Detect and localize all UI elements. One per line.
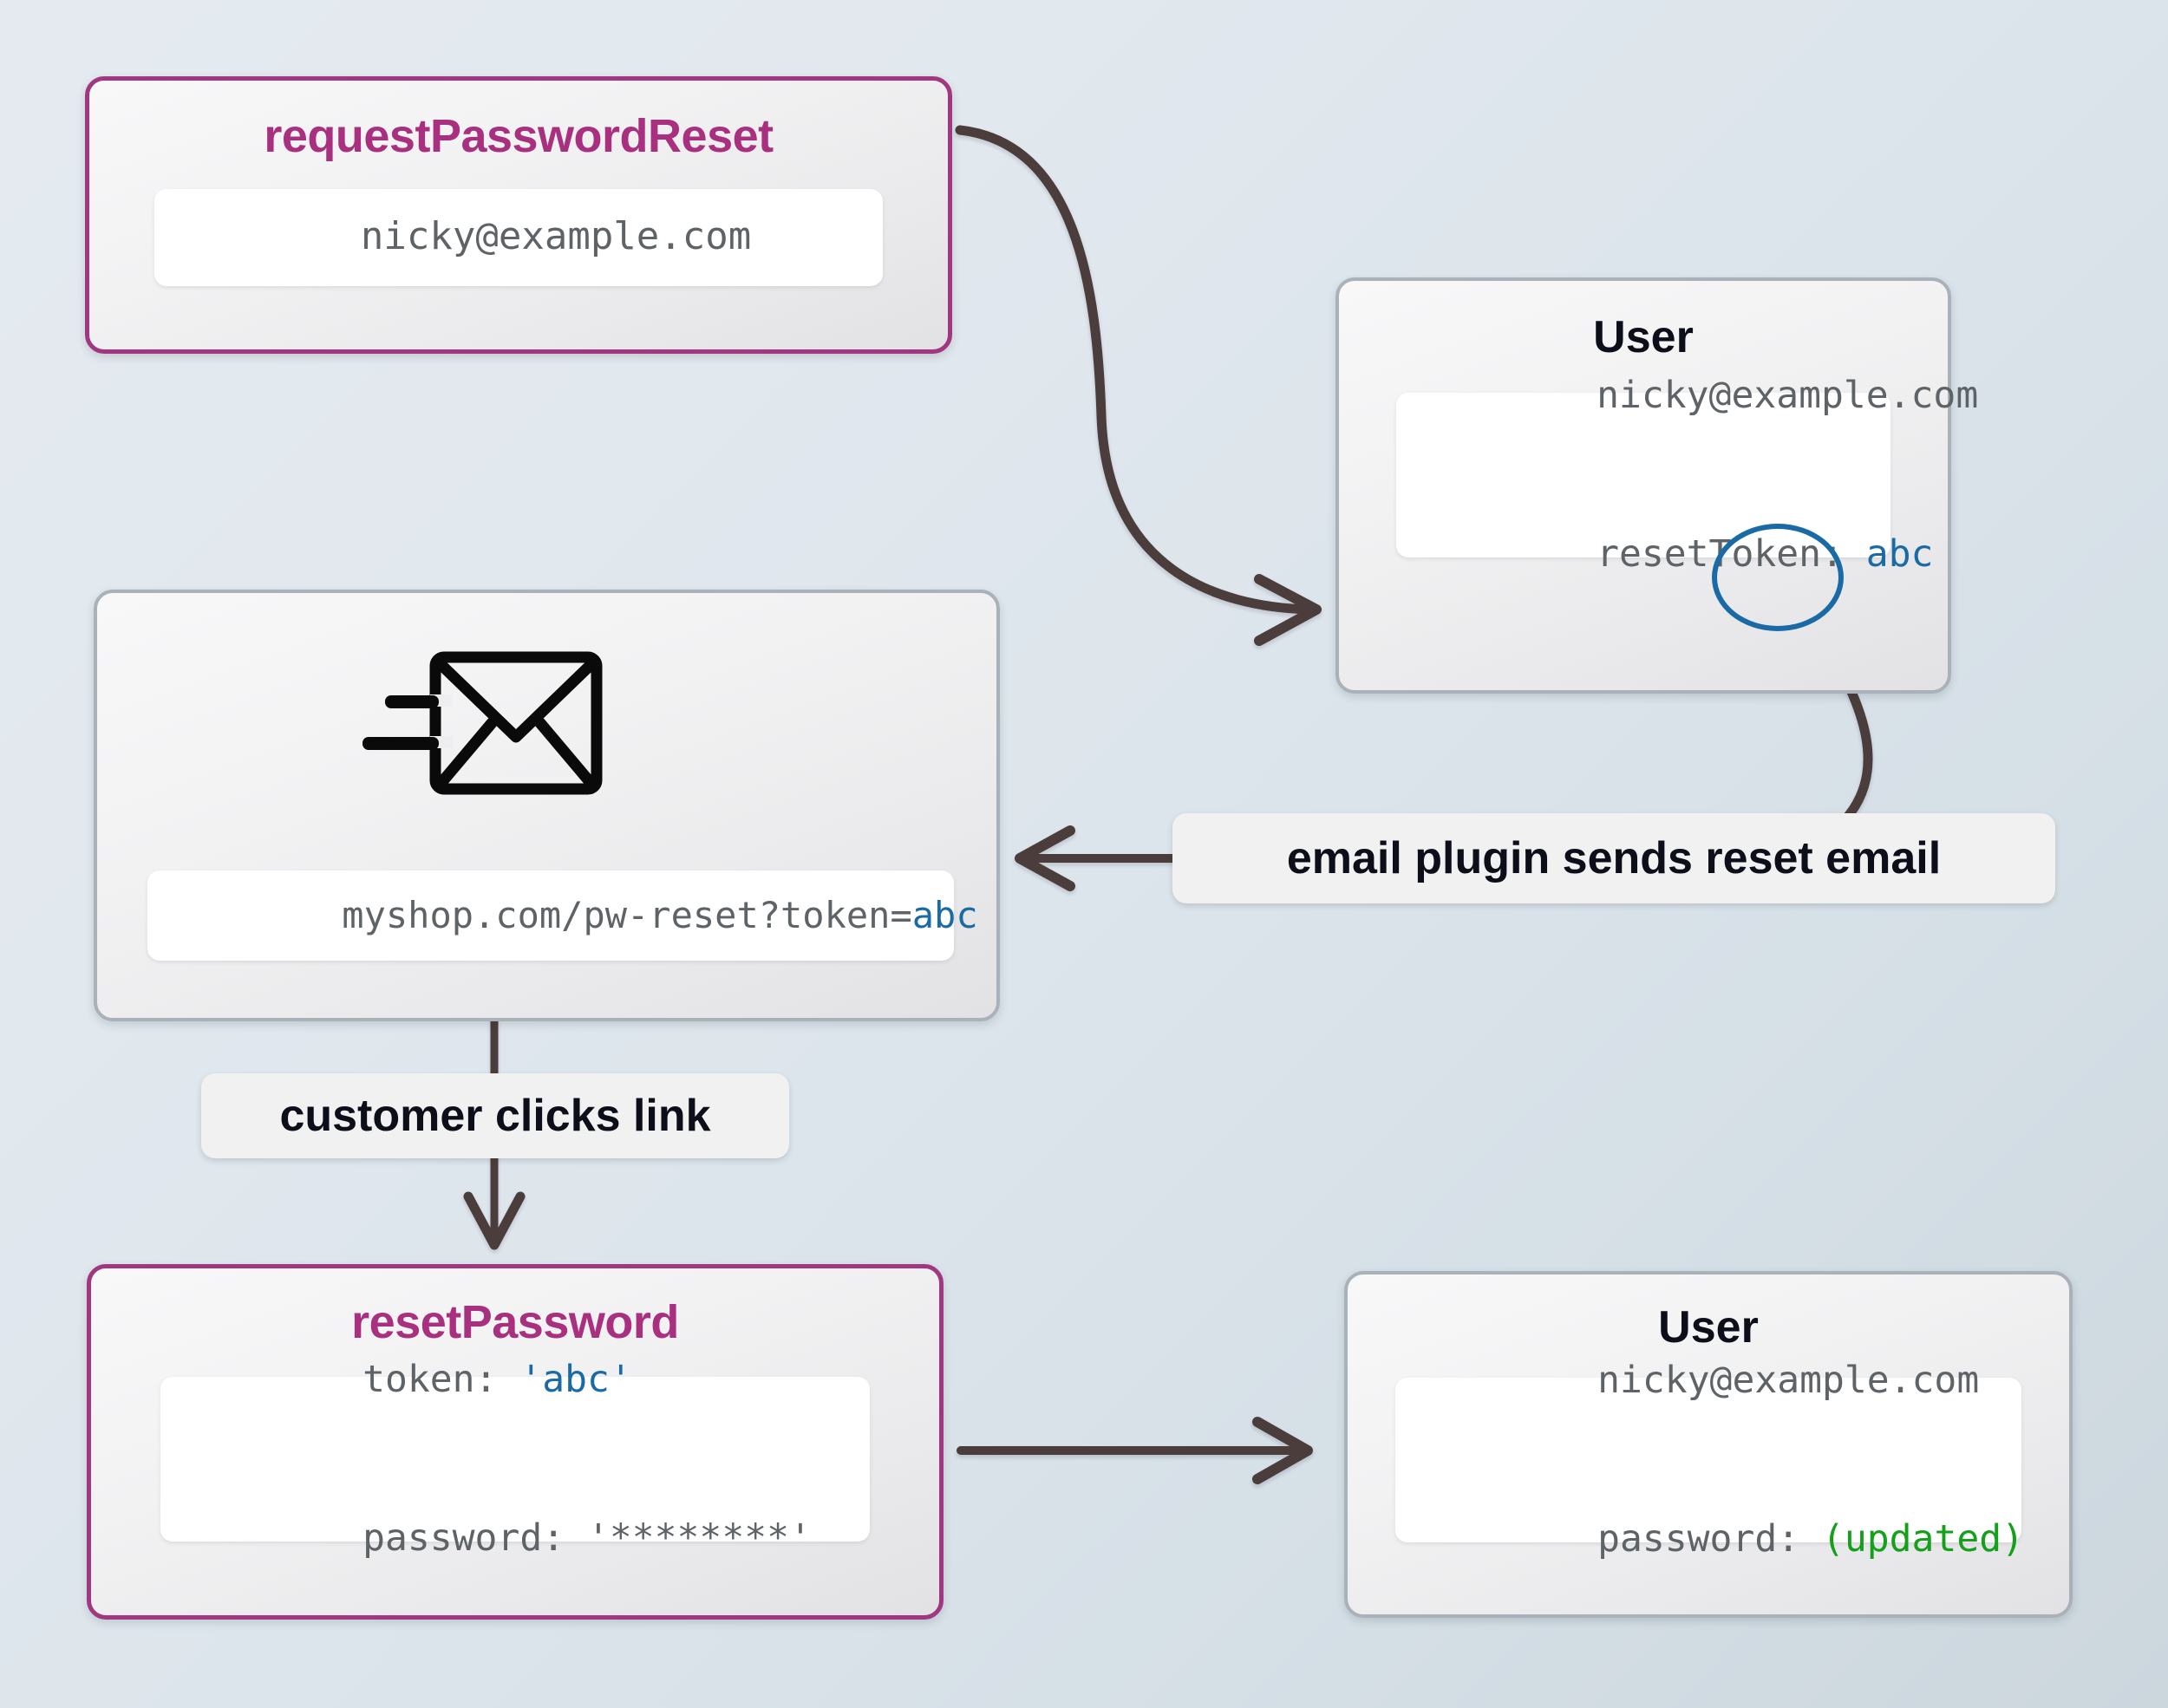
panel-value-password: (updated) bbox=[1822, 1516, 2024, 1561]
node-reset-password[interactable]: resetPassword token: 'abc' password: '**… bbox=[87, 1264, 944, 1620]
panel-text-reset-url-token: abc bbox=[911, 894, 978, 937]
node-data-panel: myshop.com/pw-reset?token=abc bbox=[147, 870, 978, 961]
edge-reset-to-user-updated bbox=[957, 1417, 1313, 1484]
node-data-panel: nicky@example.com bbox=[154, 188, 883, 286]
node-title: User bbox=[1658, 1302, 1759, 1353]
edge-label-email-plugin: email plugin sends reset email bbox=[1172, 813, 2055, 903]
node-user-with-token[interactable]: User nicky@example.com resetToken: abc bbox=[1335, 277, 1978, 694]
edge-label-customer-clicks: customer clicks link bbox=[201, 1073, 789, 1158]
edge-plugin-label-to-email bbox=[1015, 825, 1177, 891]
panel-text-reset-url: myshop.com/pw-reset?token= bbox=[342, 894, 912, 937]
node-request-password-reset[interactable]: requestPasswordReset nicky@example.com bbox=[85, 76, 952, 354]
panel-label-token: token: bbox=[362, 1357, 520, 1401]
panel-text-email: nicky@example.com bbox=[1597, 373, 1979, 417]
panel-line: nicky@example.com bbox=[1418, 1301, 1999, 1459]
node-email-message[interactable]: myshop.com/pw-reset?token=abc bbox=[94, 590, 1000, 1021]
panel-line: nicky@example.com bbox=[177, 156, 860, 318]
node-title: User bbox=[1593, 312, 1694, 362]
edge-request-to-user bbox=[955, 125, 1322, 646]
panel-line: password: (updated) bbox=[1418, 1460, 2024, 1619]
panel-line: token: 'abc' bbox=[183, 1301, 847, 1459]
edge-label-text: customer clicks link bbox=[279, 1091, 711, 1141]
panel-text-password: password: '********' bbox=[362, 1516, 812, 1560]
node-data-panel: token: 'abc' password: '********' bbox=[160, 1358, 870, 1560]
panel-label-password: password: bbox=[1597, 1516, 1822, 1561]
node-data-panel: nicky@example.com password: (updated) bbox=[1395, 1359, 2024, 1561]
panel-line: resetToken: abc bbox=[1417, 475, 1933, 634]
panel-label-reset-token: resetToken: bbox=[1597, 531, 1866, 576]
panel-line: myshop.com/pw-reset?token=abc bbox=[167, 838, 977, 994]
panel-value-token: 'abc' bbox=[519, 1357, 632, 1401]
node-title: resetPassword bbox=[351, 1296, 679, 1348]
panel-line: nicky@example.com bbox=[1417, 316, 1978, 474]
edge-label-text: email plugin sends reset email bbox=[1286, 833, 1942, 883]
panel-text-email: nicky@example.com bbox=[360, 214, 752, 259]
node-user-updated[interactable]: User nicky@example.com password: (update… bbox=[1344, 1271, 2073, 1618]
panel-text-email: nicky@example.com bbox=[1597, 1358, 1980, 1402]
panel-value-reset-token: abc bbox=[1865, 531, 1934, 576]
send-envelope-icon bbox=[350, 647, 611, 803]
panel-line: password: '********' bbox=[183, 1459, 847, 1618]
node-data-panel: nicky@example.com resetToken: abc bbox=[1396, 374, 1978, 576]
node-title: requestPasswordReset bbox=[264, 110, 774, 162]
